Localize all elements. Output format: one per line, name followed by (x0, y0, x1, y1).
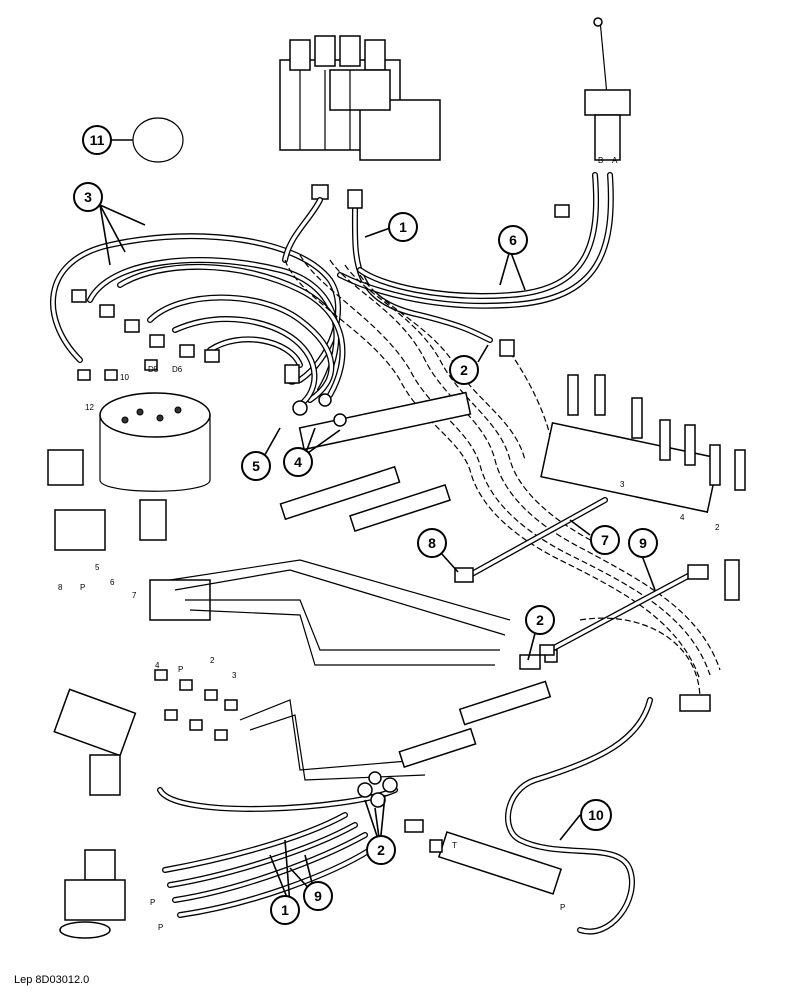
svg-text:T: T (452, 841, 457, 850)
svg-text:3: 3 (232, 671, 237, 680)
bottom-manifold: T P (437, 694, 711, 935)
callout-8: 8 (417, 528, 447, 558)
svg-text:12: 12 (85, 403, 94, 412)
callout-7-label: 7 (601, 532, 609, 548)
manifold-right: 3 4 2 (540, 374, 746, 532)
svg-text:P: P (150, 898, 155, 907)
callout-1-bottom-label: 1 (281, 902, 289, 918)
svg-text:7: 7 (132, 591, 137, 600)
callout-9-top: 9 (628, 528, 658, 558)
svg-text:4: 4 (155, 661, 160, 670)
callout-4: 4 (283, 447, 313, 477)
callout-9-bottom: 9 (303, 881, 333, 911)
svg-text:B: B (598, 156, 603, 165)
distribution-block-lower (398, 617, 701, 768)
callout-2-mid: 2 (525, 605, 555, 635)
callout-6-label: 6 (509, 232, 517, 248)
callout-2-bottom: 2 (366, 835, 396, 865)
callout-7: 7 (590, 525, 620, 555)
pilot-tubes-left (169, 559, 511, 781)
fittings-left-cluster (71, 289, 220, 381)
svg-text:5: 5 (95, 563, 100, 572)
hose-group-6 (337, 172, 614, 309)
hose-9-upper (547, 559, 740, 653)
svg-text:2: 2 (210, 656, 215, 665)
control-valve-block (279, 35, 441, 161)
svg-text:P: P (560, 903, 565, 912)
drawing-reference-number: Lep 8D03012.0 (14, 974, 90, 986)
svg-text:A: A (612, 156, 618, 165)
callout-2-mid-label: 2 (536, 612, 544, 628)
svg-text:6: 6 (110, 578, 115, 587)
hose-1-top (282, 184, 493, 343)
pilot-control-valve-right: B A (584, 17, 631, 165)
callout-9-top-label: 9 (639, 535, 647, 551)
svg-text:10: 10 (120, 373, 129, 382)
svg-text:8: 8 (58, 583, 63, 592)
hose-7 (454, 497, 608, 583)
pilot-control-valve-bottom (53, 688, 137, 796)
hose-clamp-part (112, 117, 184, 163)
callout-5-label: 5 (252, 458, 260, 474)
callout-1-top-label: 1 (399, 219, 407, 235)
callout-2-top-label: 2 (460, 362, 468, 378)
callout-2-bottom-label: 2 (377, 842, 385, 858)
svg-text:P: P (178, 665, 183, 674)
callout-3-label: 3 (84, 189, 92, 205)
fittings-mid-left: 4 P 2 3 (154, 656, 238, 741)
svg-text:4: 4 (680, 513, 685, 522)
svg-text:P: P (158, 923, 163, 932)
fittings-scatter (284, 339, 558, 853)
svg-text:3: 3 (620, 480, 625, 489)
callout-8-label: 8 (428, 535, 436, 551)
svg-text:D5: D5 (148, 365, 159, 374)
callout-5: 5 (241, 451, 271, 481)
callout-2-top: 2 (449, 355, 479, 385)
svg-text:P: P (80, 583, 85, 592)
travel-motor-valve: P P (59, 849, 163, 939)
swivel-joint: 12 10 D5 D6 (85, 365, 211, 492)
hose-group-3 (49, 233, 346, 408)
callout-10-label: 10 (588, 807, 604, 823)
svg-text:2: 2 (715, 523, 720, 532)
callout-11: 11 (82, 125, 112, 155)
callout-11-label: 11 (90, 132, 105, 148)
hose-group-bottom (157, 771, 398, 918)
callout-9-bottom-label: 9 (314, 888, 322, 904)
callout-10: 10 (580, 799, 612, 831)
callout-6: 6 (498, 225, 528, 255)
svg-text:D6: D6 (172, 365, 183, 374)
callout-3: 3 (73, 182, 103, 212)
callout-1-bottom: 1 (270, 895, 300, 925)
callout-1-top: 1 (388, 212, 418, 242)
callout-4-label: 4 (294, 454, 302, 470)
pilot-control-valve-left: 5 8 P 6 7 (47, 449, 211, 621)
